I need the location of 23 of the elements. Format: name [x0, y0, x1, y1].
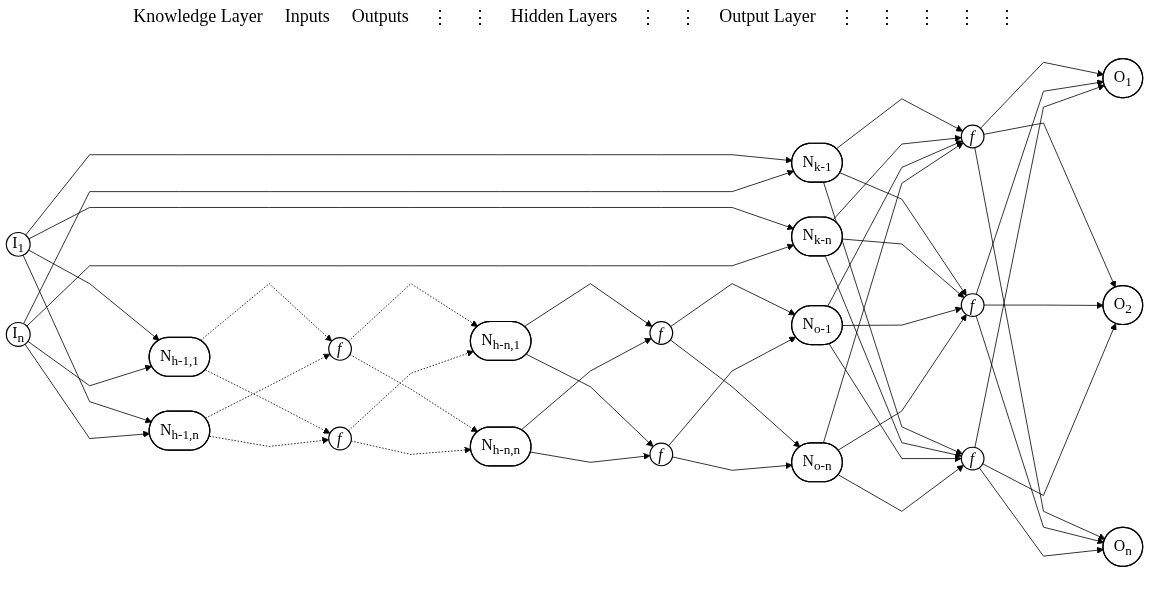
node-circle: f: [649, 321, 674, 345]
node-circle: I$_{1}$: [5, 231, 31, 257]
node-circle: f: [960, 293, 985, 317]
layer-label: Outputs: [351, 6, 409, 28]
ellipsis-mark: ⋮: [957, 6, 976, 28]
layer-label: Output Layer: [719, 6, 816, 28]
ellipsis-mark: ⋮: [470, 6, 489, 28]
node-circle: f: [960, 446, 985, 471]
node-circle: f: [328, 426, 352, 451]
node-circle: f: [960, 124, 985, 149]
ellipsis-mark: ⋮: [639, 6, 658, 28]
ellipsis-mark: ⋮: [997, 6, 1016, 28]
node-circle: I$_{n}$: [5, 321, 31, 347]
layer-label: Inputs: [284, 6, 330, 28]
node-circle: f: [649, 442, 674, 467]
ellipsis-mark: ⋮: [877, 6, 896, 28]
layer-label: Knowledge Layer: [133, 6, 263, 28]
ellipsis-mark: ⋮: [430, 6, 449, 28]
ellipsis-mark: ⋮: [917, 6, 936, 28]
ellipsis-mark: ⋮: [679, 6, 698, 28]
layer-label: Hidden Layers: [510, 6, 618, 28]
ellipsis-mark: ⋮: [837, 6, 856, 28]
node-circle: f: [328, 336, 352, 361]
